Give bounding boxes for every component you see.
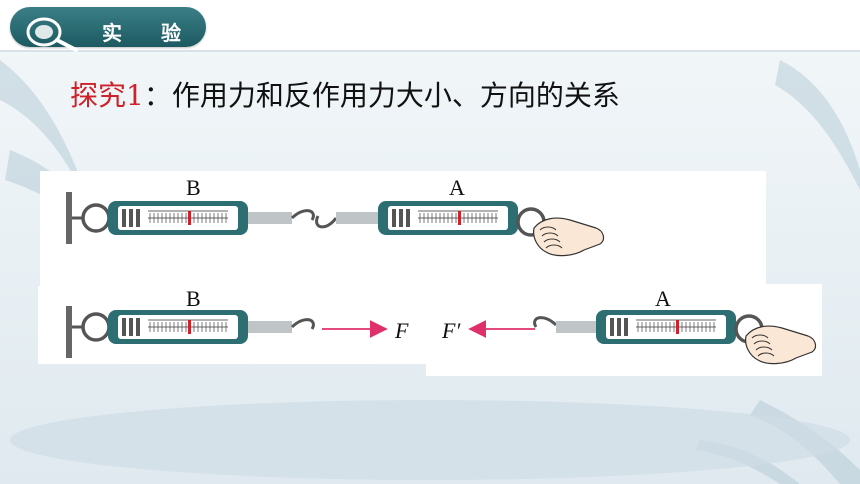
wall-top — [66, 192, 72, 244]
label-b-bottom: B — [186, 286, 201, 311]
force-label-f: F — [394, 318, 409, 343]
wall-bottom — [66, 306, 72, 358]
title-text: ：作用力和反作用力大小、方向的关系 — [143, 79, 620, 112]
spring-scale-a-bottom — [595, 309, 737, 345]
title-highlight: 探究1 — [70, 79, 144, 112]
ring-top-left — [72, 203, 111, 233]
section-badge-label: 实 验 — [102, 21, 197, 45]
spring-scale-a-top — [377, 200, 519, 236]
label-a-bottom: A — [655, 286, 671, 311]
header-divider — [0, 50, 860, 52]
spring-scale-b-bottom — [107, 309, 249, 345]
hook-a-bottom — [533, 316, 600, 333]
magnifier-icon — [26, 17, 78, 52]
hand-bottom — [745, 325, 817, 365]
hook-b-bottom — [248, 318, 315, 333]
hook-connector-top — [248, 209, 380, 229]
ring-bottom-left — [72, 312, 111, 342]
page-title: 探究1：作用力和反作用力大小、方向的关系 — [70, 74, 620, 114]
section-badge: 实 验 — [10, 7, 206, 52]
spring-scale-b-top — [107, 200, 249, 236]
force-label-f-prime: F′ — [441, 318, 461, 343]
hand-top — [533, 217, 605, 257]
label-a-top: A — [449, 175, 465, 200]
label-b-top: B — [186, 175, 201, 200]
